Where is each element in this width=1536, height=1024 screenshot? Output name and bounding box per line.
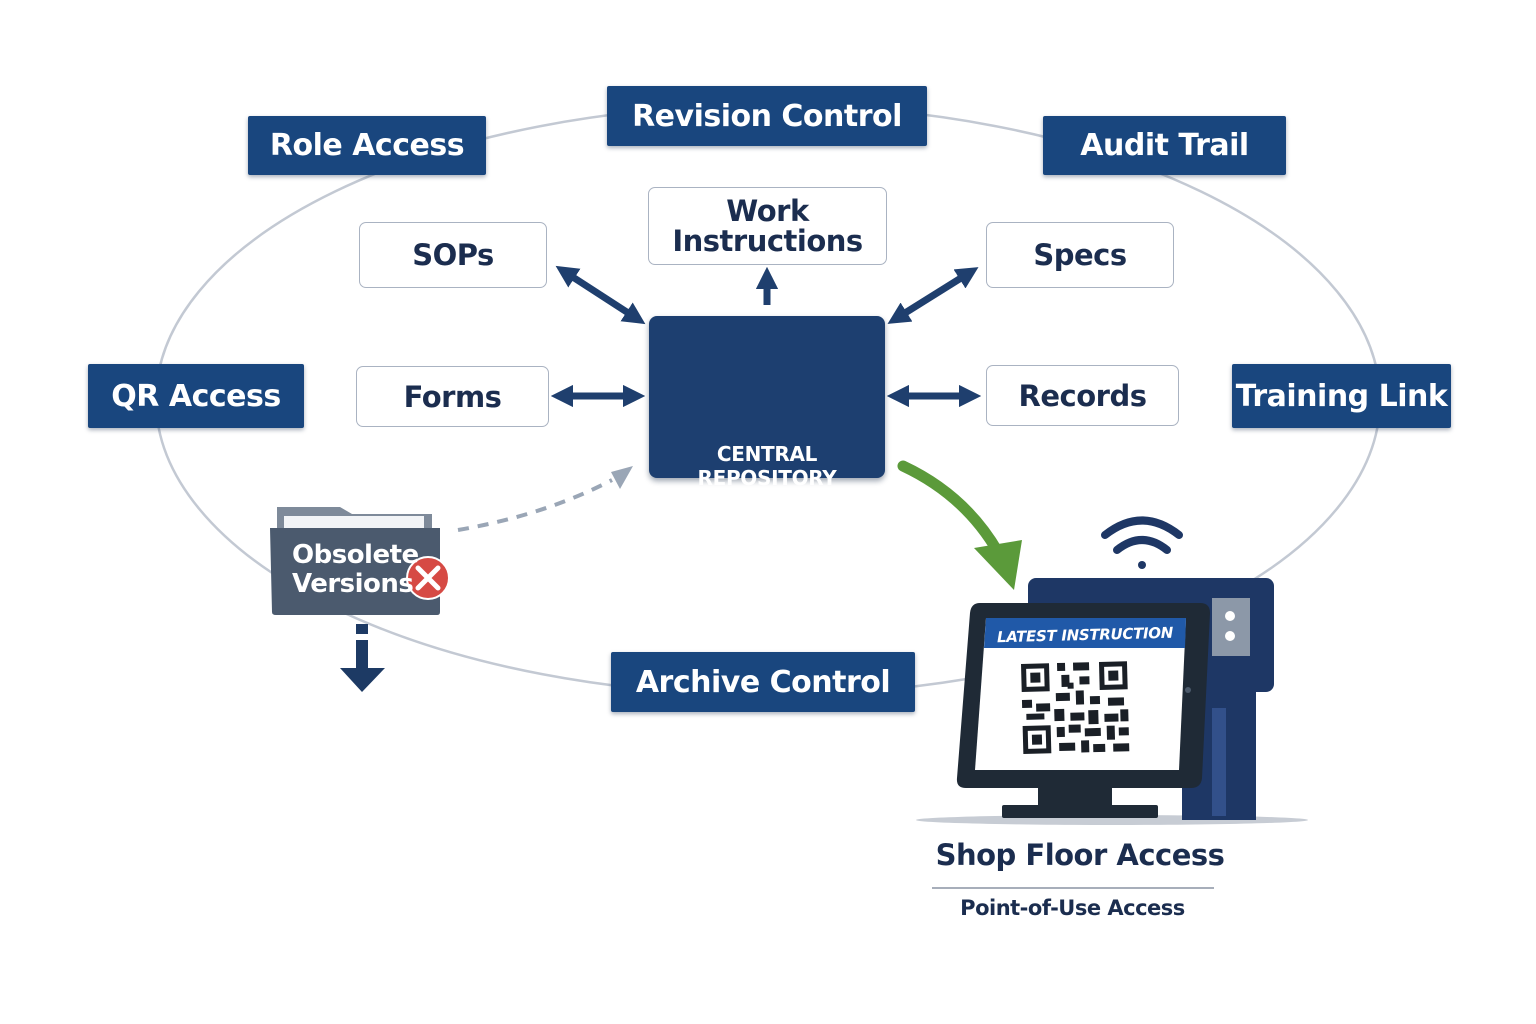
arrow-specs xyxy=(887,267,979,324)
central-repository-box: CENTRAL REPOSITORY xyxy=(649,316,885,490)
records-box: Records xyxy=(986,365,1179,426)
training-link-box: Training Link xyxy=(1232,364,1451,428)
central-repository-label: CENTRAL REPOSITORY xyxy=(697,442,837,490)
latest-instruction-header: LATEST INSTRUCTION xyxy=(996,623,1174,647)
dashed-return-arrow xyxy=(457,478,613,532)
sops-box: SOPs xyxy=(359,222,547,288)
qr-access-box: QR Access xyxy=(88,364,304,428)
work-instructions-box: Work Instructions xyxy=(648,187,887,265)
revision-control-box: Revision Control xyxy=(607,86,927,146)
role-access-box: Role Access xyxy=(248,116,486,175)
archive-control-box: Archive Control xyxy=(611,652,915,712)
green-delivery-arrow xyxy=(897,460,1004,558)
shop-floor-access-title: Shop Floor Access xyxy=(935,838,1225,872)
green-arrowhead xyxy=(974,540,1022,590)
obsolete-versions-label: Obsolete Versions xyxy=(292,541,419,599)
qr-code-icon xyxy=(1020,661,1130,754)
connector-arrows xyxy=(550,265,982,408)
audit-trail-box: Audit Trail xyxy=(1043,116,1286,175)
obsolete-line1: Obsolete xyxy=(292,540,419,570)
wifi-icon xyxy=(1101,516,1183,569)
reject-icon xyxy=(406,556,450,600)
dashed-arrowhead xyxy=(611,466,633,489)
point-of-use-subtitle: Point-of-Use Access xyxy=(960,896,1185,920)
work-instructions-line1: Work xyxy=(726,194,809,228)
specs-box: Specs xyxy=(986,222,1174,288)
forms-box: Forms xyxy=(356,366,549,427)
arrow-sops xyxy=(555,265,646,325)
obsolete-line2: Versions xyxy=(292,569,414,599)
archive-down-arrow xyxy=(340,624,385,692)
obsolete-folder-icon xyxy=(270,507,440,615)
work-instructions-line2: Instructions xyxy=(672,224,863,258)
